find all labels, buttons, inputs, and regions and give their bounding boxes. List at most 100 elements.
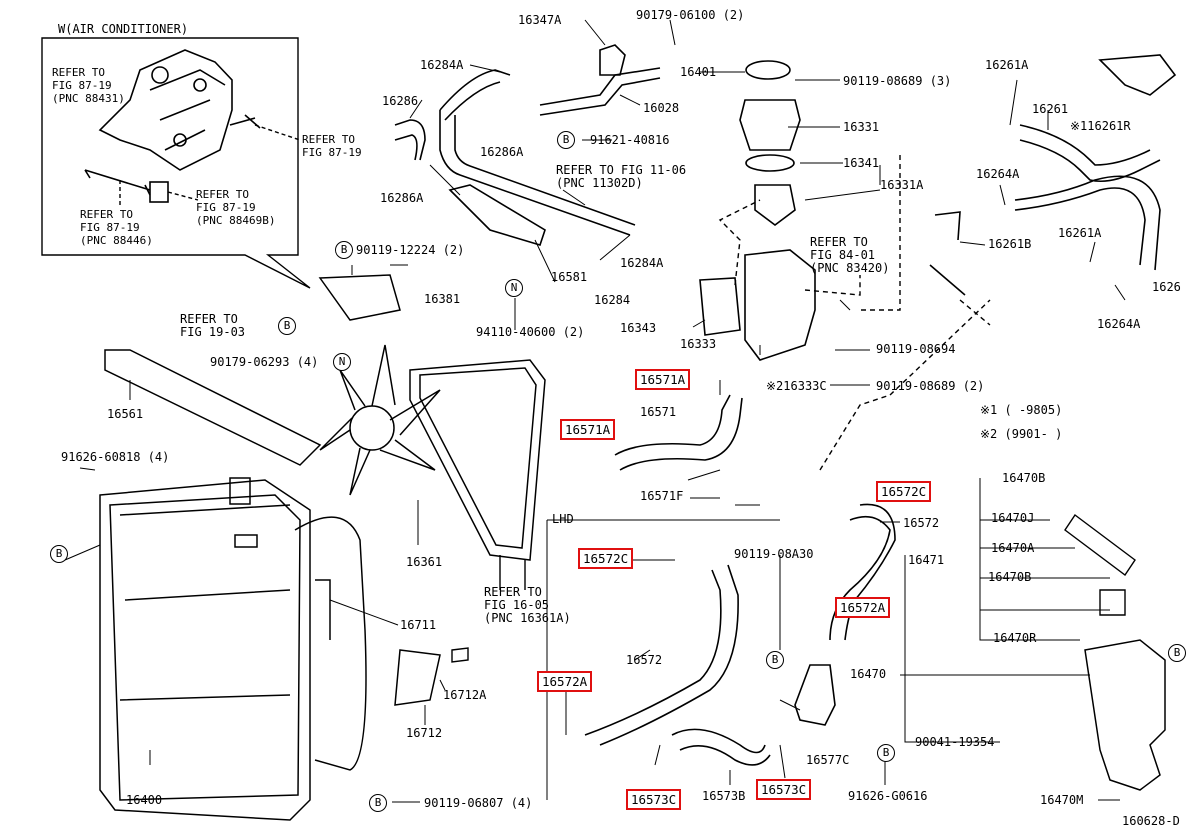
refer-fig-11-06: REFER TO FIG 11-06 (PNC 11302D) — [556, 164, 686, 190]
part-91621-40816[interactable]: 91621-40816 — [590, 133, 670, 147]
part-16711[interactable]: 16711 — [400, 618, 437, 632]
part-16264A-top[interactable]: 16264A — [976, 167, 1020, 181]
part-16573B[interactable]: 16573B — [702, 789, 746, 803]
water-bypass-pipes — [394, 44, 661, 246]
part-16572-mid[interactable]: 16572 — [626, 653, 663, 667]
part-16401[interactable]: 16401 — [680, 65, 717, 79]
highlight-16571A-left[interactable]: 16571A — [560, 419, 616, 440]
part-16561[interactable]: 16561 — [107, 407, 144, 421]
highlight-16573C-right[interactable]: 16573C — [756, 779, 812, 800]
part-16572-right[interactable]: 16572 — [903, 516, 940, 530]
highlight-16572A-right[interactable]: 16572A — [835, 597, 891, 618]
highlight-16571A-top[interactable]: 16571A — [635, 369, 691, 390]
highlight-16572A-left[interactable]: 16572A — [537, 671, 593, 692]
part-16261A-mid[interactable]: 16261A — [1058, 226, 1102, 240]
part-16470J[interactable]: 16470J — [991, 511, 1035, 525]
part-94110-40600[interactable]: 94110-40600 (2) — [476, 325, 585, 339]
note-2: ※2 (9901- ) — [980, 427, 1063, 441]
part-90119-08694[interactable]: 90119-08694 — [876, 342, 956, 356]
circle-b-marker: B — [369, 794, 387, 812]
part-91626-60818[interactable]: 91626-60818 (4) — [61, 450, 170, 464]
ref-line: FIG 87-19 — [80, 221, 140, 234]
radiator — [99, 477, 311, 821]
ref-line: REFER TO — [302, 133, 355, 146]
part-16261[interactable]: 16261 — [1032, 102, 1069, 116]
part-16284[interactable]: 16284 — [594, 293, 631, 307]
inset-title: W(AIR CONDITIONER) — [58, 22, 189, 36]
ref-line: FIG 87-19 — [52, 79, 112, 92]
part-90119-08689-2[interactable]: 90119-08689 (2) — [876, 379, 985, 393]
part-16261A-top[interactable]: 16261A — [985, 58, 1029, 72]
part-90179-06293[interactable]: 90179-06293 (4) — [210, 355, 319, 369]
ref-line: FIG 16-05 — [484, 598, 550, 612]
part-16347A[interactable]: 16347A — [518, 13, 562, 27]
leader-lines — [64, 19, 1126, 803]
part-16471[interactable]: 16471 — [908, 553, 945, 567]
circle-b-marker: B — [877, 744, 895, 762]
ref-line: REFER TO FIG 11-06 — [556, 163, 687, 177]
ref-line: (PNC 88469B) — [196, 214, 276, 227]
inset-frame — [41, 37, 311, 289]
highlight-16573C-left[interactable]: 16573C — [626, 789, 682, 810]
part-16400[interactable]: 16400 — [126, 793, 163, 807]
fan-shroud — [294, 516, 367, 771]
part-16470R[interactable]: 16470R — [993, 631, 1037, 645]
part-16284A-top[interactable]: 16284A — [420, 58, 464, 72]
part-16286A-left[interactable]: 16286A — [380, 191, 424, 205]
ref-line: (PNC 11302D) — [556, 176, 643, 190]
diagram-id: 160628-D — [1122, 814, 1180, 828]
part-16264A-bot[interactable]: 16264A — [1097, 317, 1141, 331]
v-belt — [409, 359, 546, 561]
part-16341[interactable]: 16341 — [843, 156, 880, 170]
part-16333C[interactable]: ※216333C — [766, 379, 827, 393]
part-16381[interactable]: 16381 — [424, 292, 461, 306]
ref-line: FIG 84-01 — [810, 248, 876, 262]
part-16571[interactable]: 16571 — [640, 405, 677, 419]
part-91626-G0616[interactable]: 91626-G0616 — [848, 789, 928, 803]
part-16581[interactable]: 16581 — [551, 270, 588, 284]
part-16577C[interactable]: 16577C — [806, 753, 850, 767]
inset-refer-88469b: REFER TO FIG 87-19 (PNC 88469B) — [196, 188, 275, 227]
part-1626-edge[interactable]: 1626 — [1152, 280, 1181, 294]
ref-line: REFER TO — [810, 235, 868, 249]
part-16343[interactable]: 16343 — [620, 321, 657, 335]
lhd-label: LHD — [552, 512, 574, 526]
part-16331A[interactable]: 16331A — [880, 178, 924, 192]
ref-line: REFER TO — [52, 66, 105, 79]
bracket-16381 — [318, 274, 401, 321]
part-90179-06100[interactable]: 90179-06100 (2) — [636, 8, 745, 22]
part-16712A[interactable]: 16712A — [443, 688, 487, 702]
part-16470[interactable]: 16470 — [850, 667, 887, 681]
part-16712[interactable]: 16712 — [406, 726, 443, 740]
refer-fig-16-05: REFER TO FIG 16-05 (PNC 16361A) — [484, 586, 571, 625]
inset-refer-88431: REFER TO FIG 87-19 (PNC 88431) — [52, 66, 125, 105]
part-90119-06807[interactable]: 90119-06807 (4) — [424, 796, 533, 810]
ref-line: REFER TO — [180, 312, 238, 326]
part-16333[interactable]: 16333 — [680, 337, 717, 351]
part-90119-12224[interactable]: 90119-12224 (2) — [356, 243, 465, 257]
part-16261B[interactable]: 16261B — [988, 237, 1032, 251]
part-16571F[interactable]: 16571F — [640, 489, 684, 503]
note-1: ※1 ( -9805) — [980, 403, 1063, 417]
cooling-fan — [319, 344, 441, 496]
part-16470M[interactable]: 16470M — [1040, 793, 1084, 807]
part-90119-08A30[interactable]: 90119-08A30 — [734, 547, 814, 561]
part-16470B-2[interactable]: 16470B — [988, 570, 1032, 584]
part-16286[interactable]: 16286 — [382, 94, 419, 108]
compressor-bracket — [84, 49, 261, 203]
ref-line: (PNC 16361A) — [484, 611, 571, 625]
circle-b-marker: B — [278, 317, 296, 335]
highlight-16572C-right[interactable]: 16572C — [876, 481, 932, 502]
part-16286A-right[interactable]: 16286A — [480, 145, 524, 159]
part-16284A-mid[interactable]: 16284A — [620, 256, 664, 270]
part-16028[interactable]: 16028 — [643, 101, 680, 115]
part-90119-08689-3[interactable]: 90119-08689 (3) — [843, 74, 952, 88]
reserve-tank — [1084, 639, 1166, 791]
part-16470B[interactable]: 16470B — [1002, 471, 1046, 485]
part-16331[interactable]: 16331 — [843, 120, 880, 134]
highlight-16572C-left[interactable]: 16572C — [578, 548, 634, 569]
part-16261R[interactable]: ※116261R — [1070, 119, 1131, 133]
part-16470A[interactable]: 16470A — [991, 541, 1035, 555]
part-90041-19354[interactable]: 90041-19354 — [915, 735, 995, 749]
part-16361[interactable]: 16361 — [406, 555, 443, 569]
